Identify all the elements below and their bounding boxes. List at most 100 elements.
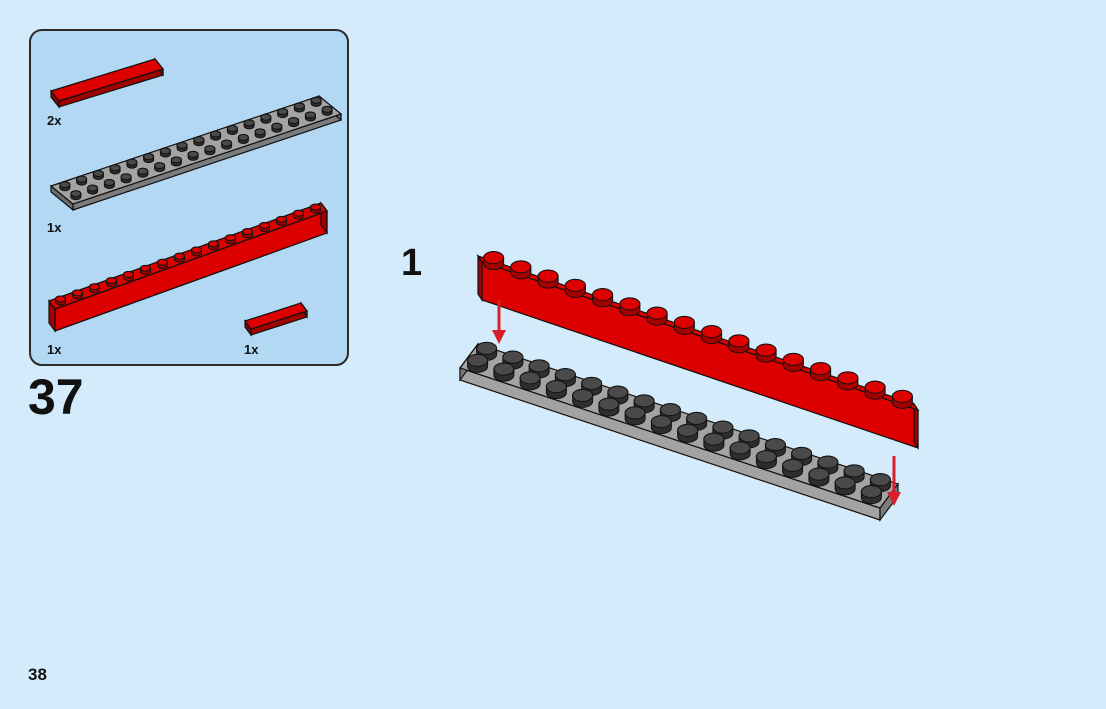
main-plate-stud [729,441,751,461]
page-number: 38 [28,665,47,684]
main-plate-stud [755,450,777,470]
main-brick-stud [837,371,859,391]
plate-stud [293,102,305,113]
main-plate-stud [650,415,672,435]
plate-stud [170,156,182,167]
brick-stud [191,246,202,257]
main-plate-stud [572,388,594,408]
part-quantity-red-brick: 1x [47,342,62,357]
plate-stud [70,190,82,201]
brick-stud [123,270,134,281]
main-brick-stud [564,278,586,298]
brick-stud [293,209,304,220]
plate-stud [221,139,233,150]
main-brick-stud [810,362,832,382]
plate-stud [237,133,249,144]
main-brick-stud [619,297,641,317]
plate-stud [271,122,283,133]
plate-stud [120,173,132,184]
brick-stud [89,283,100,294]
part-quantity-red-tile-1x4: 1x [244,342,259,357]
red-tile-1x6-body [49,57,165,109]
plate-stud [193,136,205,147]
main-plate-stud [624,406,646,426]
plate-stud [109,164,121,175]
main-plate-stud [545,380,567,400]
plate-stud [243,119,255,130]
plate-stud [226,124,238,135]
plate-stud [321,105,333,116]
step-number: 37 [28,369,84,425]
brick-stud [106,277,117,288]
main-brick-stud [728,334,750,354]
plate-stud [187,150,199,161]
brick-stud [242,228,253,239]
gray-plate-2x16-assembly-icon [459,341,899,522]
gray-plate-2x16-icon [49,94,343,212]
plate-stud [103,178,115,189]
plate-stud [310,96,322,107]
plate-stud [288,117,300,128]
main-brick-stud [701,325,723,345]
red-brick-1x16-assembly-icon [476,251,920,450]
main-plate-stud [493,362,515,382]
plate-stud [176,141,188,152]
main-plate-stud [843,464,865,484]
brick-stud [140,264,151,275]
plate-stud [126,158,138,169]
main-plate-stud [703,432,725,452]
main-plate-stud [712,420,734,440]
main-brick-stud [891,389,913,409]
main-brick-stud [646,306,668,326]
red-tile-1x4-body [244,301,308,337]
plate-stud [159,147,171,158]
main-brick-stud [673,315,695,335]
main-brick-stud [483,251,505,271]
parts-list-illustrations [48,57,343,337]
brick-stud [276,215,287,226]
main-brick-stud [537,269,559,289]
main-plate-stud [598,397,620,417]
main-plate-stud [791,446,813,466]
part-quantity-red-tile-1x6: 2x [47,113,62,128]
plate-stud [210,130,222,141]
brick-stud [157,258,168,269]
main-plate-stud [834,476,856,496]
main-brick-stud [510,260,532,280]
plate-stud [137,167,149,178]
brick-stud [310,203,321,214]
brick-stud [72,289,83,300]
main-plate-stud [677,423,699,443]
plate-stud [143,153,155,164]
substep-number: 1 [401,242,423,284]
brick-stud [208,240,219,251]
plate-stud [87,184,99,195]
main-brick-stud [782,352,804,372]
main-brick-stud [864,380,886,400]
part-quantity-gray-plate: 1x [47,220,62,235]
main-brick-body [476,254,920,450]
brick-stud [174,252,185,263]
main-plate-stud [860,485,882,505]
plate-stud [76,175,88,186]
main-brick-stud [755,343,777,363]
red-tile-1x6-icon [49,57,165,109]
brick-stud [55,295,66,306]
plate-stud [92,169,104,180]
main-plate-stud [808,467,830,487]
main-plate-stud [782,458,804,478]
main-brick-stud [592,288,614,308]
down-arrow-icon [887,456,901,506]
down-arrow-icon [492,300,506,344]
parts-list-panel: 2x 1x 1x 1x [29,29,349,366]
main-plate-stud [519,371,541,391]
red-brick-1x16-body [48,201,328,333]
placement-arrows [492,300,901,506]
brick-stud [225,234,236,245]
main-plate-stud [467,353,489,373]
red-brick-1x16-icon [48,201,328,333]
brick-stud [259,221,270,232]
plate-stud [277,108,289,119]
plate-stud [304,111,316,122]
